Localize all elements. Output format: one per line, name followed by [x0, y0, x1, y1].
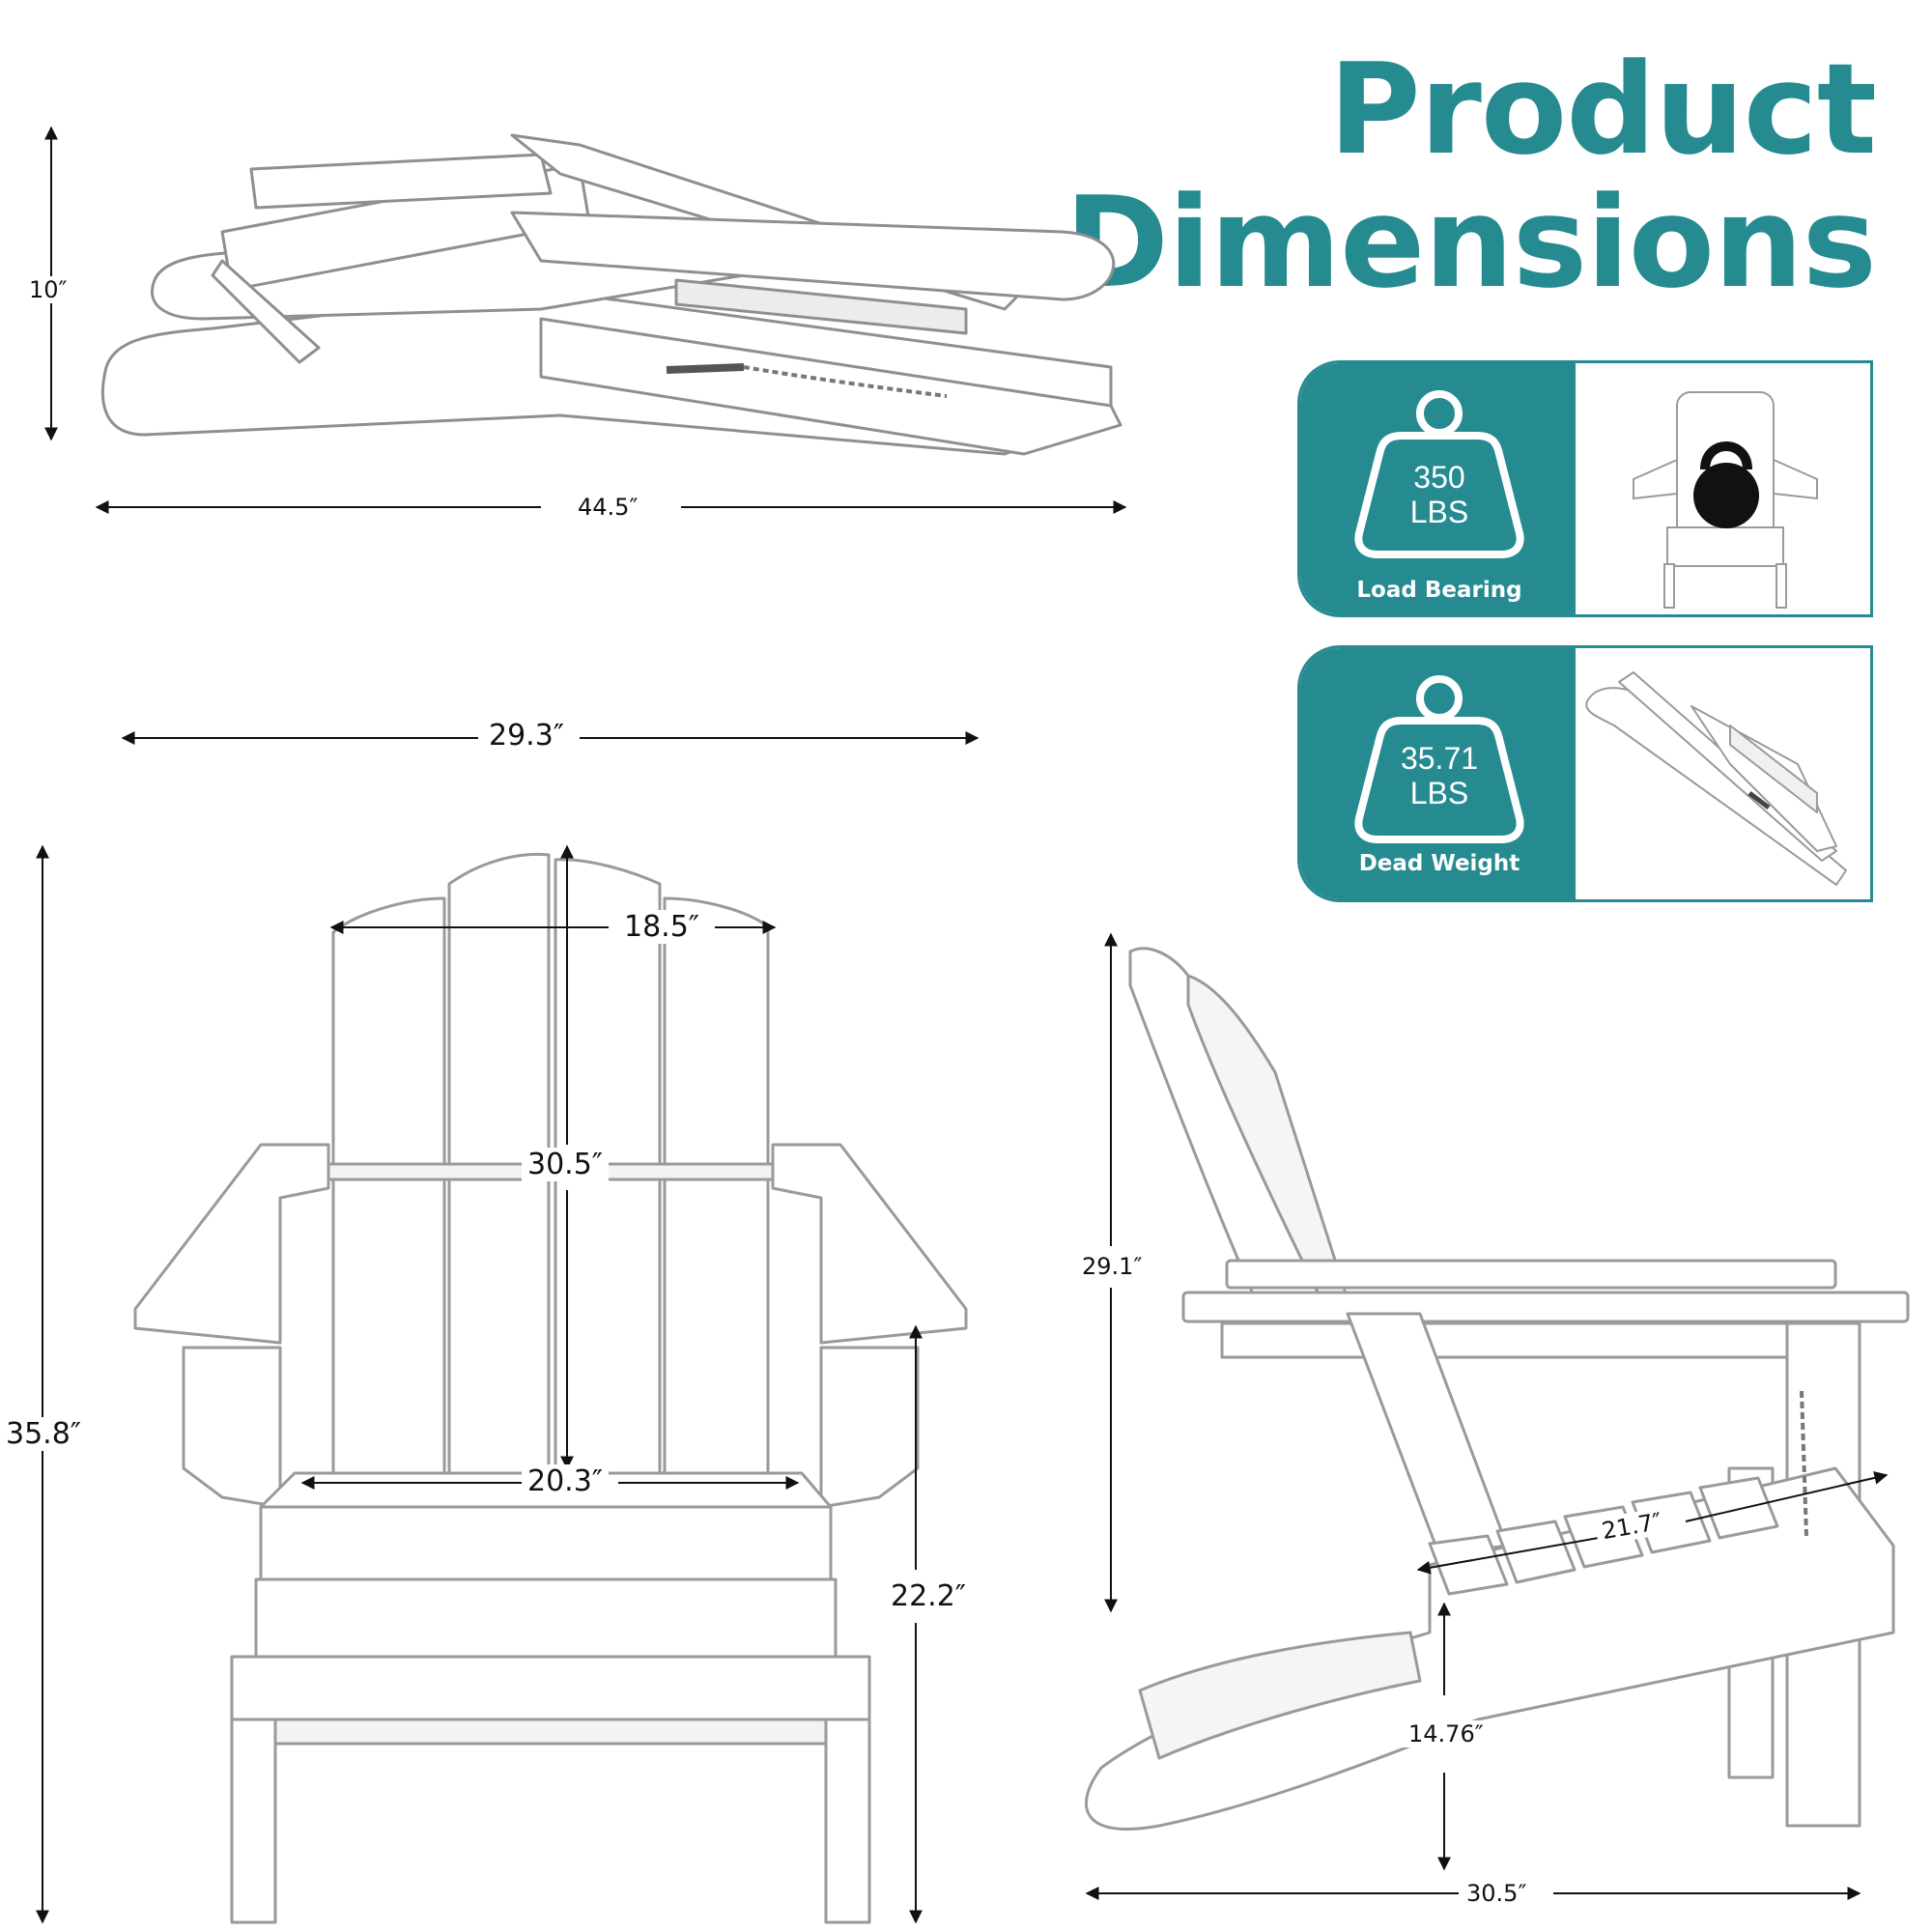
load-bearing-unit: LBS: [1409, 495, 1469, 529]
front-chair-illustration: [133, 852, 968, 1924]
dead-weight-card: 35.71 LBS Dead Weight: [1297, 645, 1873, 902]
load-bearing-label: Load Bearing: [1356, 578, 1522, 603]
title-line-2: Dimensions: [1065, 169, 1877, 316]
overall-depth-label: 30.5″: [1461, 1880, 1533, 1907]
load-bearing-panel: 350 LBS Load Bearing: [1300, 363, 1576, 614]
dead-weight-unit: LBS: [1409, 776, 1469, 810]
seat-width-label: 20.3″: [522, 1464, 610, 1498]
dead-weight-label: Dead Weight: [1358, 851, 1520, 876]
page-title: Product Dimensions: [1065, 36, 1877, 316]
folded-length-label: 44.5″: [572, 494, 644, 521]
load-bearing-card: 350 LBS Load Bearing: [1297, 360, 1873, 617]
title-line-1: Product: [1328, 36, 1877, 183]
side-height-label: 29.1″: [1076, 1253, 1149, 1280]
load-bearing-value: 350: [1413, 460, 1465, 495]
side-chair-illustration: [1085, 947, 1910, 1832]
weight-icon: [1354, 675, 1524, 843]
weight-icon: [1354, 390, 1524, 558]
dead-weight-value: 35.71: [1400, 741, 1479, 776]
dead-weight-image: [1576, 648, 1870, 899]
folded-height-label: 10″: [23, 276, 73, 303]
back-width-label: 18.5″: [618, 910, 706, 944]
folded-chair-image: [1585, 671, 1847, 886]
back-height-label: 30.5″: [522, 1148, 610, 1181]
chair-with-kettlebell-image: [1633, 391, 1818, 609]
dead-weight-panel: 35.71 LBS Dead Weight: [1300, 648, 1576, 899]
load-bearing-image: [1576, 363, 1870, 614]
overall-width-label: 29.3″: [483, 719, 571, 753]
overall-height-label: 35.8″: [0, 1417, 88, 1451]
arm-height-label: 22.2″: [885, 1579, 973, 1613]
folded-chair-illustration: [100, 133, 1122, 456]
seat-height-label: 14.76″: [1403, 1720, 1490, 1747]
